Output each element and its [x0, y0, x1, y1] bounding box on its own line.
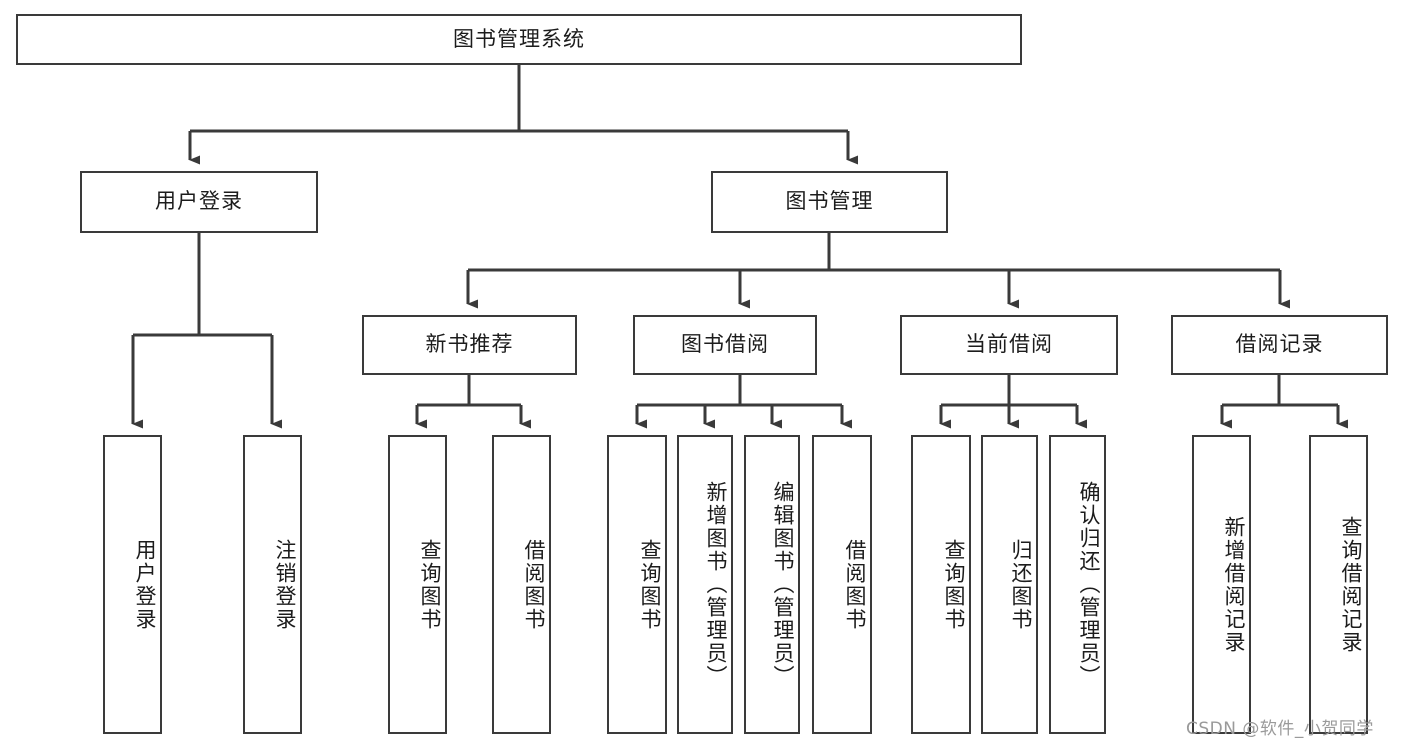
node-borrow-record[interactable]: 借阅记录 — [1171, 315, 1388, 375]
leaf-edit-book-admin[interactable]: 编辑图书（管理员） — [744, 435, 800, 734]
leaf-borrow-book-recommend[interactable]: 借阅图书 — [492, 435, 551, 734]
node-label: 查询借阅记录 — [1339, 515, 1363, 654]
node-label: 查询图书 — [418, 538, 442, 631]
leaf-add-borrow-record[interactable]: 新增借阅记录 — [1192, 435, 1251, 734]
node-label: 图书管理系统 — [453, 26, 585, 51]
node-label: 新书推荐 — [425, 332, 514, 357]
node-new-book-recommend[interactable]: 新书推荐 — [362, 315, 577, 375]
leaf-borrow-book[interactable]: 借阅图书 — [812, 435, 872, 734]
node-label: 归还图书 — [1009, 538, 1033, 631]
csdn-watermark: CSDN @软件_小贺同学 — [1186, 719, 1374, 739]
node-label: 图书借阅 — [681, 332, 769, 357]
node-label: 用户登录 — [155, 189, 243, 214]
node-label: 当前借阅 — [965, 332, 1053, 357]
leaf-query-book-recommend[interactable]: 查询图书 — [388, 435, 447, 734]
node-book-borrow[interactable]: 图书借阅 — [633, 315, 817, 375]
node-root-system[interactable]: 图书管理系统 — [16, 14, 1022, 65]
node-label: 查询图书 — [942, 538, 966, 631]
leaf-user-login[interactable]: 用户登录 — [103, 435, 162, 734]
leaf-logout[interactable]: 注销登录 — [243, 435, 302, 734]
leaf-add-book-admin[interactable]: 新增图书（管理员） — [677, 435, 733, 734]
leaf-query-book-current[interactable]: 查询图书 — [911, 435, 971, 734]
leaf-query-borrow-record[interactable]: 查询借阅记录 — [1309, 435, 1368, 734]
node-label: 借阅图书 — [522, 538, 546, 631]
node-book-management[interactable]: 图书管理 — [711, 171, 948, 233]
node-label: 编辑图书（管理员） — [771, 481, 795, 688]
node-label: 查询图书 — [638, 538, 662, 631]
node-label: 确认归还（管理员） — [1077, 481, 1101, 688]
node-label: 新增图书（管理员） — [704, 481, 728, 688]
node-user-login[interactable]: 用户登录 — [80, 171, 318, 233]
node-label: 新增借阅记录 — [1222, 515, 1246, 654]
node-label: 注销登录 — [273, 538, 297, 631]
node-label: 借阅记录 — [1235, 332, 1324, 357]
leaf-return-book[interactable]: 归还图书 — [981, 435, 1038, 734]
node-current-borrow[interactable]: 当前借阅 — [900, 315, 1118, 375]
leaf-confirm-return-admin[interactable]: 确认归还（管理员） — [1049, 435, 1106, 734]
node-label: 用户登录 — [133, 538, 157, 631]
leaf-query-book-borrow[interactable]: 查询图书 — [607, 435, 667, 734]
node-label: 图书管理 — [785, 189, 874, 214]
node-label: 借阅图书 — [843, 538, 867, 631]
